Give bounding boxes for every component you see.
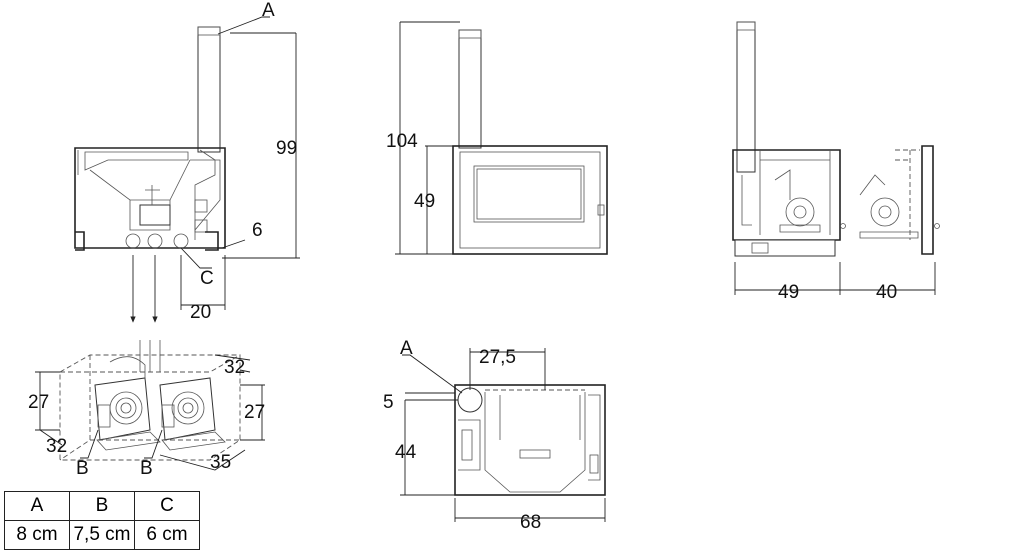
duct-size-table: A B C 8 cm 7,5 cm 6 cm: [4, 491, 200, 550]
dim-plan-27-5: 27,5: [479, 347, 516, 368]
dim-front-height: 99: [276, 138, 297, 159]
dim-plan-44: 44: [395, 442, 417, 463]
dim-center-height-49: 49: [414, 191, 435, 212]
front-section-view: A 99 6 C 20: [74, 0, 300, 323]
stove-side-panel: [921, 145, 934, 255]
stove-front-frame: [452, 145, 608, 255]
plan-view: A 27,5 5 44 68: [383, 338, 606, 533]
label-a-flue-plan: A: [400, 338, 413, 359]
dim-side-width-40: 40: [876, 282, 897, 303]
stove-side-body: [732, 149, 841, 241]
dim-iso-32-bottom: 32: [46, 436, 67, 457]
table-value-b: 7,5 cm: [69, 520, 135, 550]
front-elevation-view: 104 49: [386, 21, 608, 255]
dim-plan-68: 68: [520, 512, 541, 533]
table-header-a: A: [4, 491, 70, 521]
table-header-row: A B C: [4, 491, 200, 521]
table-row: 8 cm 7,5 cm 6 cm: [4, 520, 200, 550]
flue-outlet-plan: [457, 387, 483, 413]
label-b-fan-right: B: [140, 458, 153, 479]
isometric-fan-detail: 27 32 32 27 35 B B: [28, 340, 265, 479]
stove-plan-outline: [454, 384, 606, 496]
table-value-c: 6 cm: [134, 520, 200, 550]
glass-door: [473, 165, 585, 223]
label-c-duct: C: [200, 268, 214, 289]
dim-iso-35: 35: [210, 452, 231, 473]
dim-iso-27-right: 27: [244, 402, 265, 423]
dim-front-offset-6: 6: [252, 220, 263, 241]
dim-iso-27-left: 27: [28, 392, 49, 413]
label-a-flue: A: [262, 0, 275, 21]
table-header-b: B: [69, 491, 135, 521]
dim-side-width-49: 49: [778, 282, 799, 303]
flue-pipe-front: [458, 29, 482, 149]
table-value-a: 8 cm: [4, 520, 70, 550]
side-views: 49 40: [732, 21, 940, 303]
flue-pipe: [197, 26, 221, 153]
dim-plan-5: 5: [383, 392, 394, 413]
stove-body-section: [74, 147, 226, 249]
table-header-c: C: [134, 491, 200, 521]
dim-front-offset-20: 20: [190, 302, 211, 323]
flue-pipe-collar: [197, 26, 221, 36]
dim-iso-32-top: 32: [224, 357, 245, 378]
label-b-fan-left: B: [76, 458, 89, 479]
dim-center-height-104: 104: [386, 131, 418, 152]
